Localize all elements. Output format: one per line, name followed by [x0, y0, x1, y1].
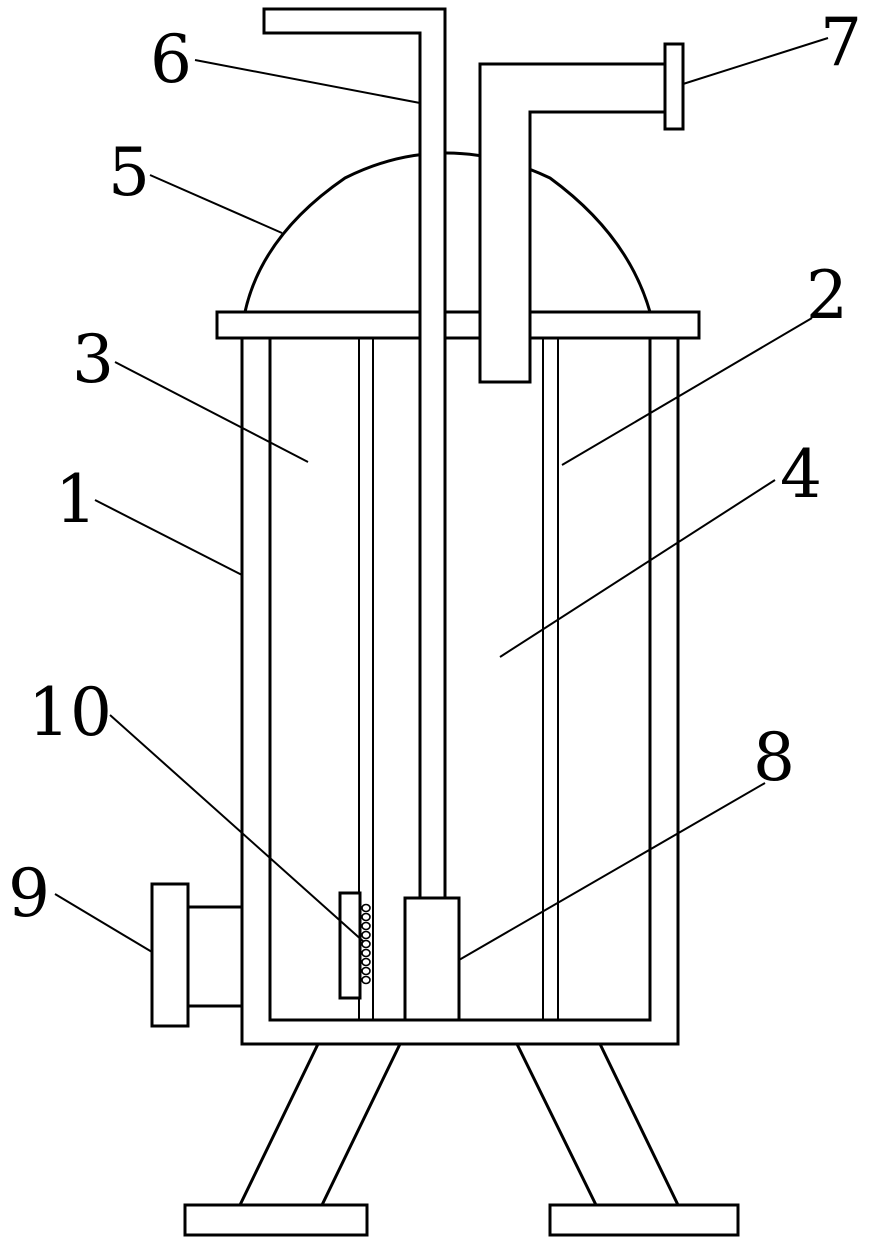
leader-5 [149, 174, 283, 234]
inner-cylinder [358, 338, 559, 1020]
leader-6 [194, 59, 421, 104]
foot-left [183, 1203, 369, 1237]
callout-labels: 1 2 3 4 5 6 7 8 9 10 [8, 4, 862, 932]
leader-7 [682, 37, 829, 85]
label-3: 3 [72, 321, 114, 398]
label-8: 8 [753, 719, 795, 796]
support-legs [183, 1042, 740, 1237]
outlet-flange [663, 42, 685, 131]
leader-lines [54, 37, 829, 961]
leader-9 [54, 893, 153, 953]
foot-right [548, 1203, 740, 1237]
spring-coil [361, 966, 371, 976]
spring-coil [361, 921, 371, 931]
label-4: 4 [780, 436, 822, 513]
label-5: 5 [108, 134, 150, 211]
leader-4 [499, 479, 776, 658]
leader-3 [114, 361, 309, 463]
side-port-pipe [186, 905, 244, 1008]
spring-coil [361, 912, 371, 922]
label-2: 2 [806, 257, 848, 334]
outlet-pipe [478, 42, 685, 384]
leader-1 [94, 499, 243, 576]
bottom-block [403, 896, 461, 1022]
label-9: 9 [8, 855, 50, 932]
dome [243, 151, 652, 314]
spring-coil [361, 939, 371, 949]
label-6: 6 [150, 21, 192, 98]
leader-10 [109, 714, 365, 943]
spring-coils [361, 903, 371, 985]
label-1: 1 [55, 461, 97, 538]
spring-coil [361, 948, 371, 958]
leg-left [237, 1042, 403, 1207]
spring-coil [361, 903, 371, 913]
spring-coil [361, 957, 371, 967]
spring-coil [361, 930, 371, 940]
spring-coil [361, 975, 371, 985]
leader-2 [561, 317, 813, 466]
leader-8 [458, 782, 766, 961]
side-port [150, 882, 244, 1028]
dome-cover [215, 151, 701, 340]
spring-assembly [338, 891, 371, 1000]
spring-bracket [338, 891, 362, 1000]
cover-flange [215, 310, 701, 340]
side-port-flange [150, 882, 190, 1028]
label-7: 7 [820, 4, 862, 81]
leg-right [514, 1042, 681, 1207]
label-10: 10 [28, 674, 112, 751]
